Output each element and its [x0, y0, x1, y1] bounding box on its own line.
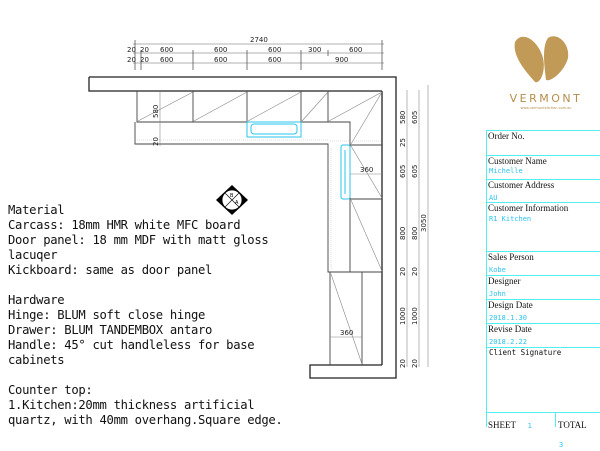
design-date-cell: Design Date 2018.1.30 [487, 300, 600, 324]
dim-label: 20 [411, 359, 419, 368]
designer-cell: Designer John [487, 276, 600, 300]
field-value: 2018.2.22 [489, 338, 527, 346]
dim-label: 20 [127, 56, 136, 64]
note-line: Hinge: BLUM soft close hinge [8, 308, 206, 322]
dim-label: 580 [152, 105, 160, 118]
dim-label: 300 [308, 46, 321, 54]
note-line: Carcass: 18mm HMR white MFC board [8, 218, 241, 232]
dim-label: 600 [268, 56, 281, 64]
order-no-cell: Order No. [487, 131, 600, 156]
dim-label: 600 [160, 46, 173, 54]
field-value: John [489, 290, 506, 298]
field-label: Revise Date [488, 324, 532, 334]
field-label: Design Date [488, 300, 533, 310]
compass-label: A [235, 200, 239, 206]
dim-label: 900 [335, 56, 348, 64]
total-value: 3 [559, 441, 564, 449]
top-dimension-lines [133, 40, 384, 70]
vermont-logo-icon [514, 36, 569, 83]
note-line: Kickboard: same as door panel [8, 263, 213, 277]
compass-icon: B A [216, 185, 248, 215]
inner-dimensions: 580 20 360 360 [152, 92, 382, 338]
field-label: Customer Information [488, 203, 569, 213]
brand-url: www.vermontkitchen.com.au [520, 106, 572, 110]
sheet-value: 1 [527, 422, 532, 430]
dim-label: 1000 [411, 307, 419, 325]
dim-overall-height: 3050 [420, 214, 428, 232]
field-label: Client Signature [489, 348, 562, 357]
dim-label: 20 [411, 267, 419, 276]
note-line: quartz, with 40mm overhang.Square edge. [8, 413, 283, 427]
sales-person-cell: Sales Person Kobe [487, 252, 600, 276]
note-line: 1.Kitchen:20mm thickness artificial [8, 398, 255, 412]
field-value: R1 Kitchen [489, 215, 532, 223]
dim-label: 20 [152, 137, 160, 146]
dim-label: 360 [340, 329, 353, 337]
dim-label: 605 [399, 165, 407, 178]
note-line: Material [8, 203, 65, 217]
specification-notes: Material Carcass: 18mm HMR white MFC boa… [8, 203, 300, 428]
dim-label: 600 [214, 46, 227, 54]
note-line: Drawer: BLUM TANDEMBOX antaro [8, 323, 213, 337]
field-value: 2018.1.30 [489, 314, 527, 322]
customer-address-cell: Customer Address AU [487, 180, 600, 203]
brand-name: VERMONT [509, 92, 583, 105]
dim-label: 600 [160, 56, 173, 64]
dim-label: 580 [399, 111, 407, 124]
note-line: Door panel: 18 mm MDF with matt gloss [8, 233, 269, 247]
client-signature-cell: Client Signature [487, 348, 600, 413]
note-line: Handle: 45° cut handleless for base [8, 338, 255, 352]
dim-label: 360 [360, 166, 373, 174]
dim-label: 600 [214, 56, 227, 64]
sheet-row: SHEET 1 TOTAL 3 [487, 413, 600, 449]
field-label: Order No. [488, 131, 525, 141]
dim-label: 605 [411, 165, 419, 178]
dim-overall-width: 2740 [250, 36, 268, 44]
field-value: AU [489, 194, 498, 202]
dim-label: 600 [268, 46, 281, 54]
dim-label: 25 [399, 138, 407, 147]
note-line: Counter top: [8, 383, 93, 397]
cooktop [340, 144, 351, 200]
dim-label: 600 [349, 46, 362, 54]
dim-label: 20 [140, 46, 149, 54]
field-value: Michelle [489, 167, 523, 175]
cabinets [134, 91, 383, 365]
dim-label: 20 [399, 267, 407, 276]
note-line [8, 368, 300, 383]
field-label: Sales Person [488, 252, 534, 262]
customer-name-cell: Customer Name Michelle [487, 156, 600, 180]
field-value: Kobe [489, 266, 506, 274]
field-label: Customer Name [488, 156, 547, 166]
revise-date-cell: Revise Date 2018.2.22 [487, 324, 600, 348]
dim-label: 800 [411, 227, 419, 240]
title-block: Order No. Customer Name Michelle Custome… [486, 130, 600, 449]
dim-label: 20 [140, 56, 149, 64]
note-line [8, 278, 300, 293]
total-cell: TOTAL 3 [555, 413, 600, 449]
right-dimensions: 580 25 605 800 20 1000 20 605 605 800 20… [399, 85, 429, 368]
sheet-label: SHEET [488, 420, 516, 430]
total-label: TOTAL [558, 420, 587, 430]
dim-label: 800 [399, 227, 407, 240]
wall-outline [88, 76, 397, 379]
field-label: Customer Address [488, 180, 555, 190]
top-dimension-labels: 2740 20 20 600 600 600 300 600 20 20 600… [127, 36, 362, 64]
note-line: lacuqer [8, 248, 58, 262]
dim-label: 605 [411, 111, 419, 124]
dim-label: 20 [127, 46, 136, 54]
note-line: Hardware [8, 293, 65, 307]
sink [246, 121, 302, 138]
compass-label: B [230, 193, 234, 199]
note-line: cabinets [8, 353, 65, 367]
field-label: Designer [488, 276, 521, 286]
customer-info-cell: Customer Information R1 Kitchen [487, 203, 600, 252]
dim-label: 20 [399, 359, 407, 368]
dim-label: 1000 [399, 307, 407, 325]
